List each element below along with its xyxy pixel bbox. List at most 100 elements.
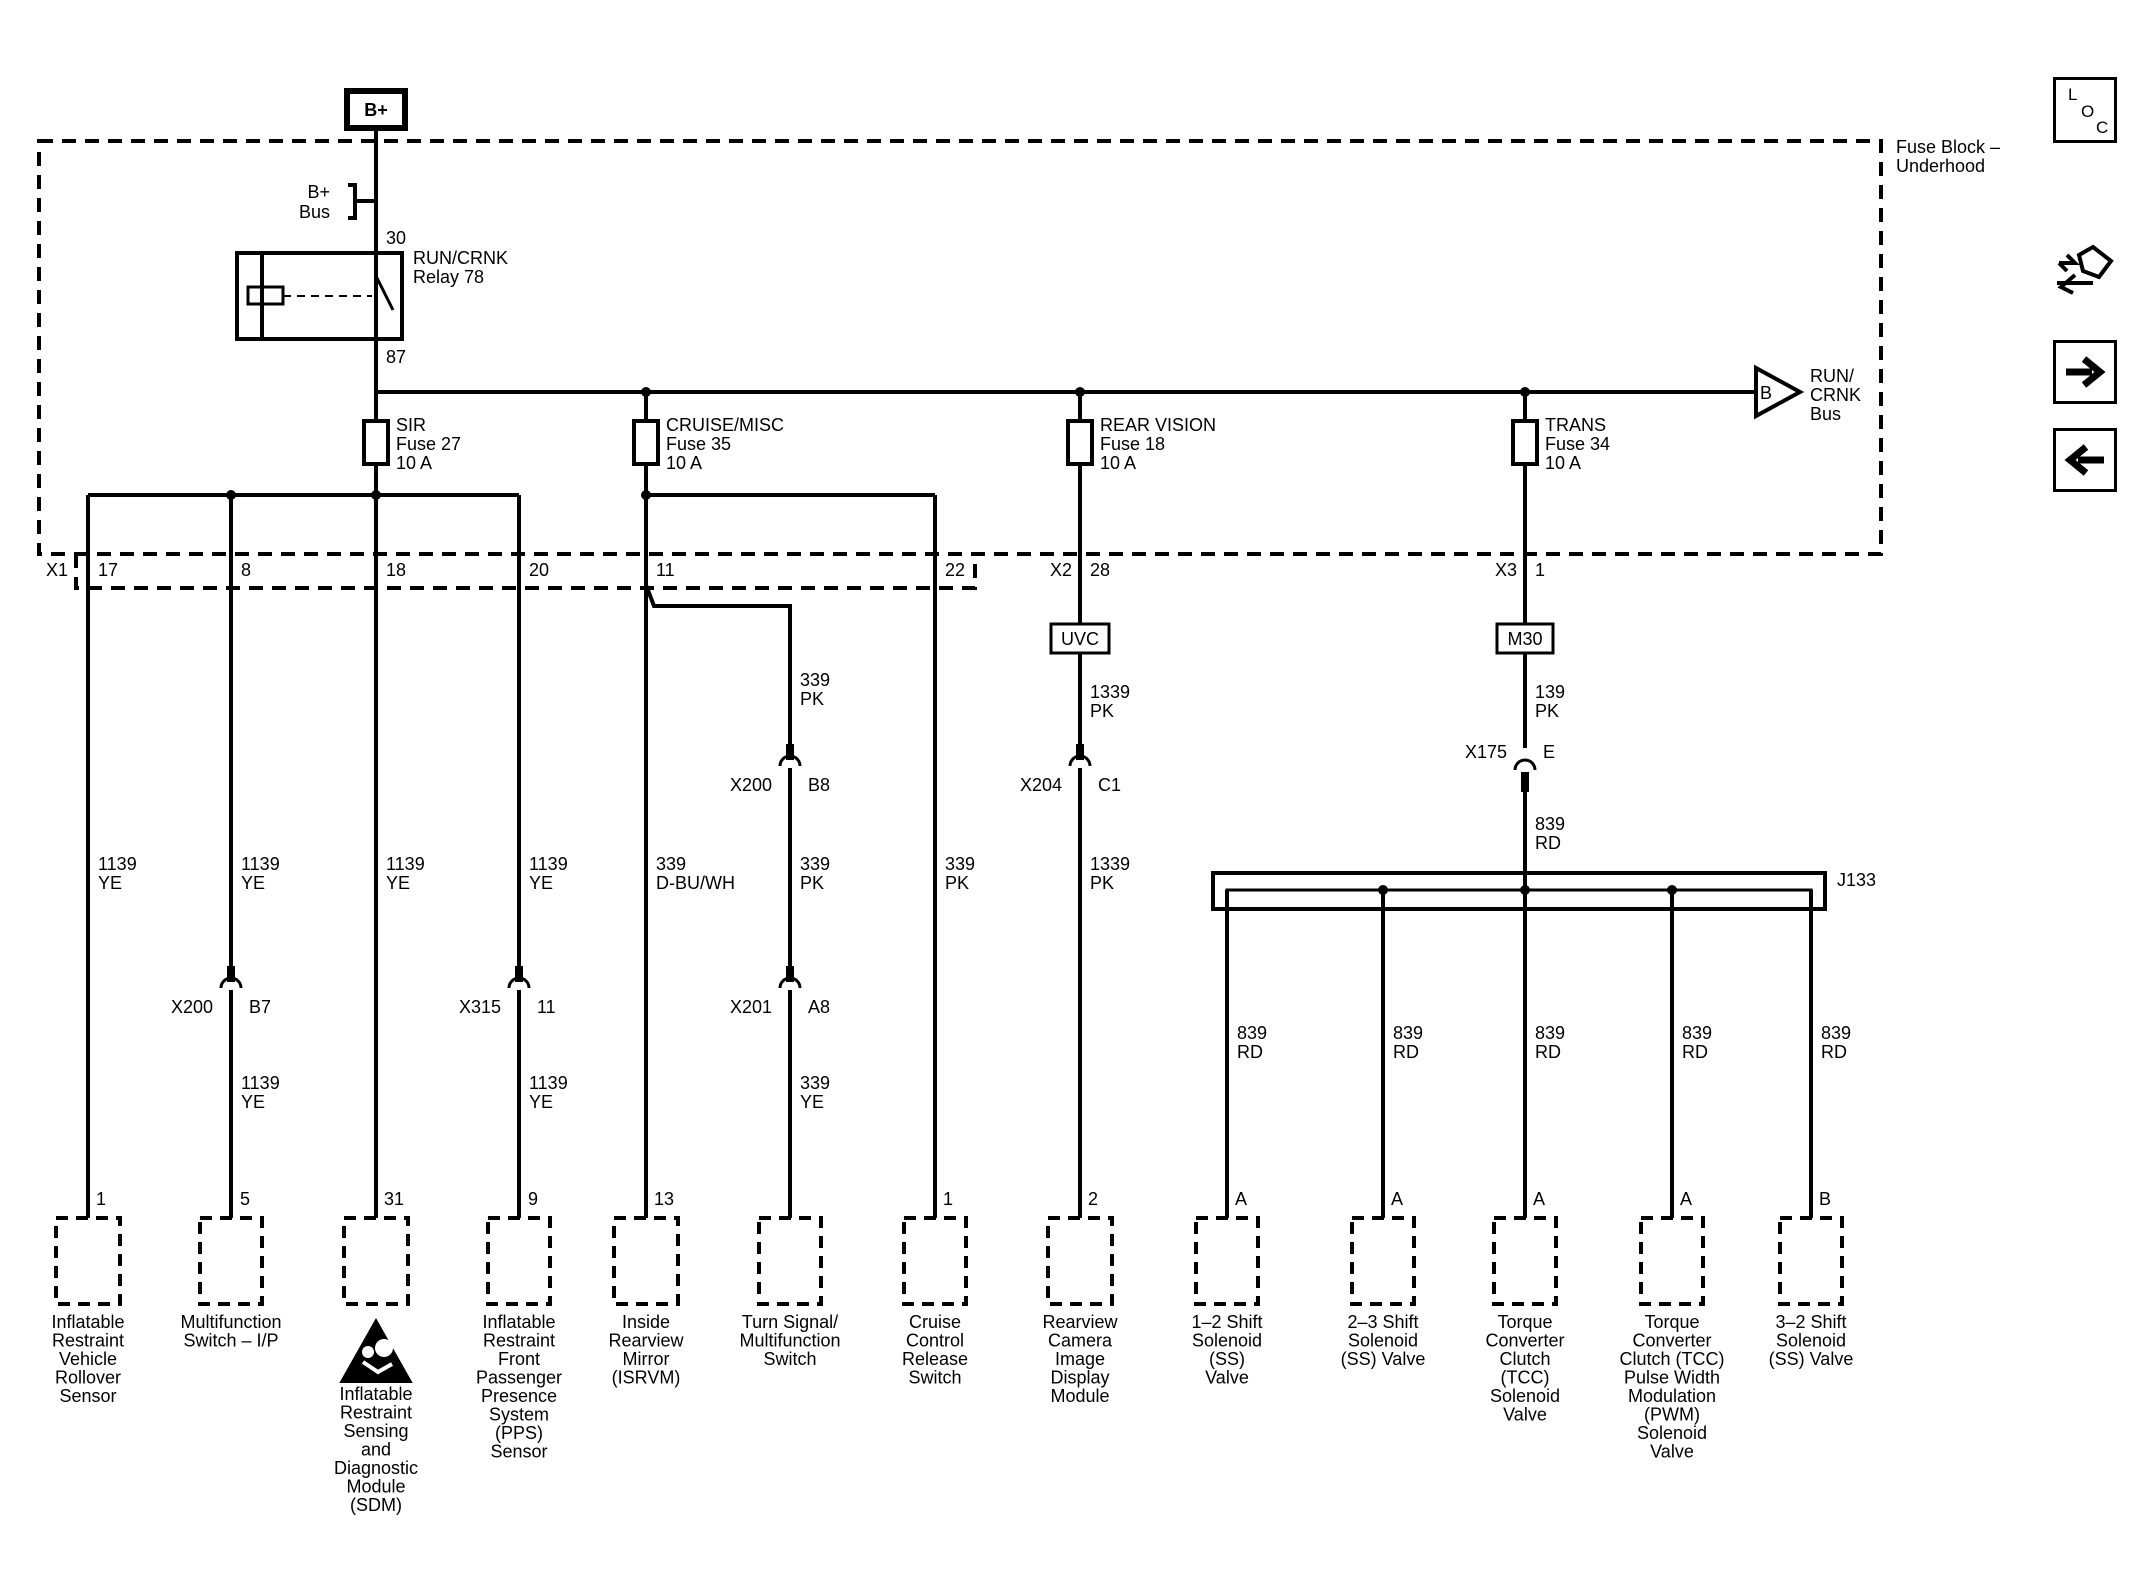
- fuse-block-title-line2: Underhood: [1896, 156, 1985, 176]
- loc-letter-l: L: [2068, 85, 2078, 104]
- cavity-label: 28: [1090, 560, 1110, 580]
- component-name-line: Multifunction: [180, 1312, 281, 1332]
- wire-circuit: 839: [1821, 1023, 1851, 1043]
- relay-name-line2: Relay 78: [413, 267, 484, 287]
- wire-circuit: 839: [1393, 1023, 1423, 1043]
- wire-color: RD: [1393, 1042, 1419, 1062]
- component-name-line: Restraint: [340, 1403, 412, 1423]
- component-name-line: Sensor: [59, 1386, 116, 1406]
- wire-circuit: 1339: [1090, 854, 1130, 874]
- component-pin: 31: [384, 1189, 404, 1209]
- component-name-line: Restraint: [52, 1331, 124, 1351]
- component-name-line: Switch: [908, 1368, 961, 1388]
- component-box-isrvm: [612, 1216, 680, 1306]
- arrow-right-icon: [2066, 356, 2106, 388]
- component-name-line: Rearview: [1042, 1312, 1118, 1332]
- b-plus-label: B+: [364, 100, 388, 120]
- location-button[interactable]: L O C: [2053, 77, 2117, 143]
- connector-x2: X2: [1050, 560, 1072, 580]
- component-box-pps-sensor: [486, 1216, 552, 1306]
- inline-connector-name: X204: [1020, 775, 1062, 795]
- component-name-line: Valve: [1503, 1405, 1547, 1425]
- component-pin: B: [1819, 1189, 1831, 1209]
- b-plus-bus-line2: Bus: [299, 202, 330, 222]
- wire-circuit: 1139: [241, 1073, 280, 1093]
- component-name-line: System: [489, 1405, 549, 1425]
- relay-pin-87: 87: [386, 347, 406, 367]
- component-box-multifunction-switch: [198, 1216, 264, 1306]
- wire-circuit: 339: [800, 1073, 830, 1093]
- component-name-line: Restraint: [483, 1331, 555, 1351]
- fuse-label-number: Fuse 18: [1100, 434, 1165, 454]
- fuse-label-rating: 10 A: [1100, 453, 1136, 473]
- wire-color: RD: [1535, 1042, 1561, 1062]
- component-pin: A: [1680, 1189, 1692, 1209]
- component-name-line: Inflatable: [482, 1312, 555, 1332]
- wire-color: PK: [800, 873, 824, 893]
- connector-diagnostic-button[interactable]: [2053, 243, 2117, 307]
- component-name-line: Valve: [1205, 1368, 1249, 1388]
- component-name-line: Control: [906, 1331, 964, 1351]
- component-name-line: Valve: [1650, 1442, 1694, 1462]
- component-name-line: Cruise: [909, 1312, 961, 1332]
- component-name-line: Rearview: [608, 1331, 684, 1351]
- wire-color: YE: [98, 873, 122, 893]
- component-name-line: Turn Signal/: [742, 1312, 838, 1332]
- component-name-line: Converter: [1632, 1331, 1711, 1351]
- component-name-line: Release: [902, 1349, 968, 1369]
- inline-connector-pin: B7: [249, 997, 271, 1017]
- wire-circuit: 1339: [1090, 682, 1130, 702]
- fuse-block-title-line1: Fuse Block –: [1896, 137, 2000, 157]
- component-name-line: (SS) Valve: [1341, 1349, 1426, 1369]
- fuse-34: [1511, 419, 1539, 466]
- fuse-label-number: Fuse 34: [1545, 434, 1610, 454]
- component-pin: A: [1391, 1189, 1403, 1209]
- wire-color: RD: [1535, 833, 1561, 853]
- wire-color: D-BU/WH: [656, 873, 735, 893]
- inline-connector-pin: C1: [1098, 775, 1121, 795]
- component-name-line: 1–2 Shift: [1191, 1312, 1262, 1332]
- component-name-line: (SDM): [350, 1495, 402, 1515]
- fuse-label-name: TRANS: [1545, 415, 1606, 435]
- bus-b-letter: B: [1760, 383, 1772, 403]
- component-pin: 2: [1088, 1189, 1098, 1209]
- component-name-line: Switch – I/P: [183, 1331, 278, 1351]
- run-bus-line1: RUN/: [1810, 366, 1854, 386]
- wire-circuit: 139: [1535, 682, 1565, 702]
- inline-connector-pin: E: [1543, 742, 1555, 762]
- component-box-3-2-shift-solenoid: [1778, 1216, 1844, 1306]
- component-pin: 9: [528, 1189, 538, 1209]
- component-name-line: Switch: [763, 1349, 816, 1369]
- component-name-line: and: [361, 1440, 391, 1460]
- wire-color: PK: [1090, 701, 1114, 721]
- fuse-27: [362, 419, 390, 466]
- component-name-line: Solenoid: [1348, 1331, 1418, 1351]
- wire-circuit: 839: [1237, 1023, 1267, 1043]
- back-button[interactable]: [2053, 428, 2117, 492]
- component-box-2-3-shift-solenoid: [1350, 1216, 1416, 1306]
- cavity-label: 22: [945, 560, 965, 580]
- component-name-line: Sensing: [343, 1421, 408, 1441]
- run-bus-line3: Bus: [1810, 404, 1841, 424]
- run-bus-line2: CRNK: [1810, 385, 1861, 405]
- wire-circuit: 839: [1535, 814, 1565, 834]
- component-box-tcc-pwm-solenoid: [1639, 1216, 1705, 1306]
- wire-circuit: 1139: [529, 854, 568, 874]
- loc-letter-c: C: [2096, 118, 2109, 137]
- wire-color: PK: [945, 873, 969, 893]
- wire-color: RD: [1821, 1042, 1847, 1062]
- component-name-line: (PWM): [1644, 1405, 1700, 1425]
- wire-color: YE: [241, 873, 265, 893]
- inline-connector-labels: X200 B7 X315 11 X200 B8 X201 A8 X204 C1 …: [171, 742, 1555, 1017]
- component-box-rollover-sensor: [54, 1216, 122, 1306]
- relay-78: [235, 251, 404, 341]
- component-name-line: Multifunction: [739, 1331, 840, 1351]
- relay-pin-30: 30: [386, 228, 406, 248]
- forward-button[interactable]: [2053, 340, 2117, 404]
- component-name-line: Presence: [481, 1386, 557, 1406]
- component-name-line: Inflatable: [339, 1384, 412, 1404]
- inline-connector-name: X315: [459, 997, 501, 1017]
- component-name-line: Image: [1055, 1349, 1105, 1369]
